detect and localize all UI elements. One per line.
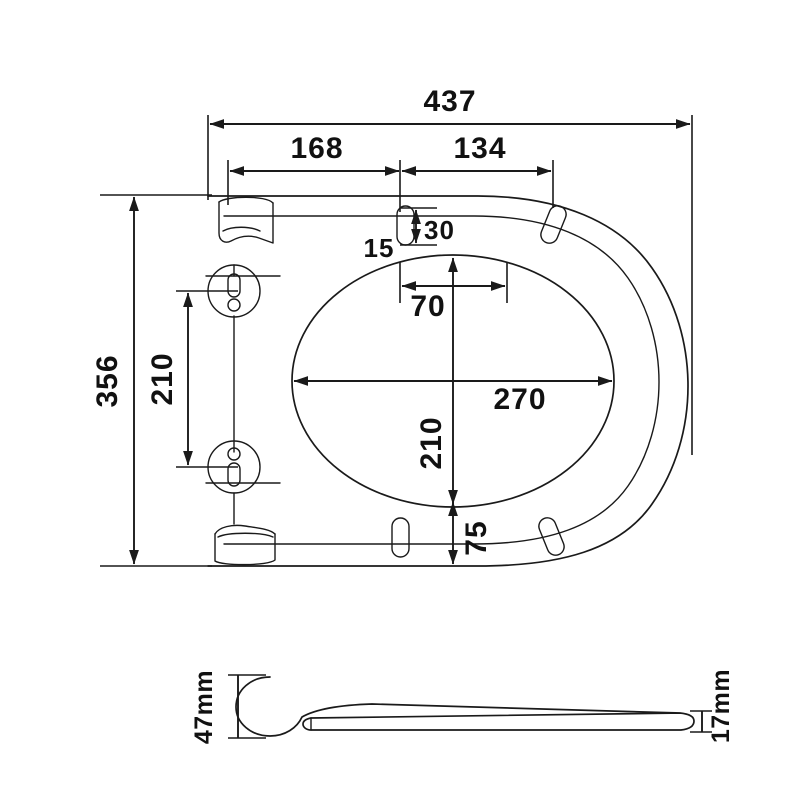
lower-hinge-bumper: [214, 524, 276, 566]
side-profile-outline: [235, 676, 695, 737]
dimension-bowl-offset-15: 15: [364, 233, 395, 263]
upper-hinge-bumper: [218, 196, 274, 244]
seat-inner-rim-outline: [223, 215, 660, 545]
dimension-hinge-spacing-210: 210: [146, 290, 238, 468]
dimension-label-30: 30: [424, 215, 455, 245]
dimension-label-168: 168: [290, 132, 343, 165]
dimension-label-hinge-210: 210: [146, 352, 179, 405]
dimension-bowl-bottom-offset-75: 75: [448, 501, 493, 565]
upper-mounting-disc: [205, 264, 281, 453]
seat-outer-outline: [207, 195, 689, 567]
dimension-label-356: 356: [91, 354, 124, 407]
dimension-bowl-top-offset-70: 70: [399, 262, 508, 323]
bumper-pad-bottom-left: [391, 517, 410, 558]
dimension-right-segment-134: 134: [401, 132, 554, 208]
dimension-label-70: 70: [410, 290, 445, 323]
dimension-label-bowl-210: 210: [415, 416, 448, 469]
dimension-label-437: 437: [423, 85, 476, 118]
bumper-pad-top-right: [540, 205, 567, 244]
top-view-seat-body: [207, 195, 689, 567]
dimension-profile-17mm: 17mm: [690, 669, 735, 743]
dimension-label-75: 75: [460, 520, 493, 555]
side-profile-view: 47mm 17mm: [190, 669, 735, 744]
dimension-left-segment-168: 168: [227, 132, 401, 212]
bumper-pad-bottom-right: [538, 517, 565, 556]
dimension-bowl-length-210: 210: [415, 257, 458, 505]
dimension-bumper-slot-30: 30: [400, 207, 455, 246]
dimension-label-270: 270: [493, 383, 546, 416]
dimension-label-15: 15: [364, 233, 395, 263]
dimension-overall-width-437: 437: [207, 85, 693, 455]
dimension-profile-47mm: 47mm: [190, 670, 266, 744]
dimension-label-17mm: 17mm: [707, 669, 735, 743]
dimension-overall-length-356: 356: [91, 194, 212, 567]
dimension-label-47mm: 47mm: [190, 670, 218, 744]
dimension-label-134: 134: [453, 132, 506, 165]
